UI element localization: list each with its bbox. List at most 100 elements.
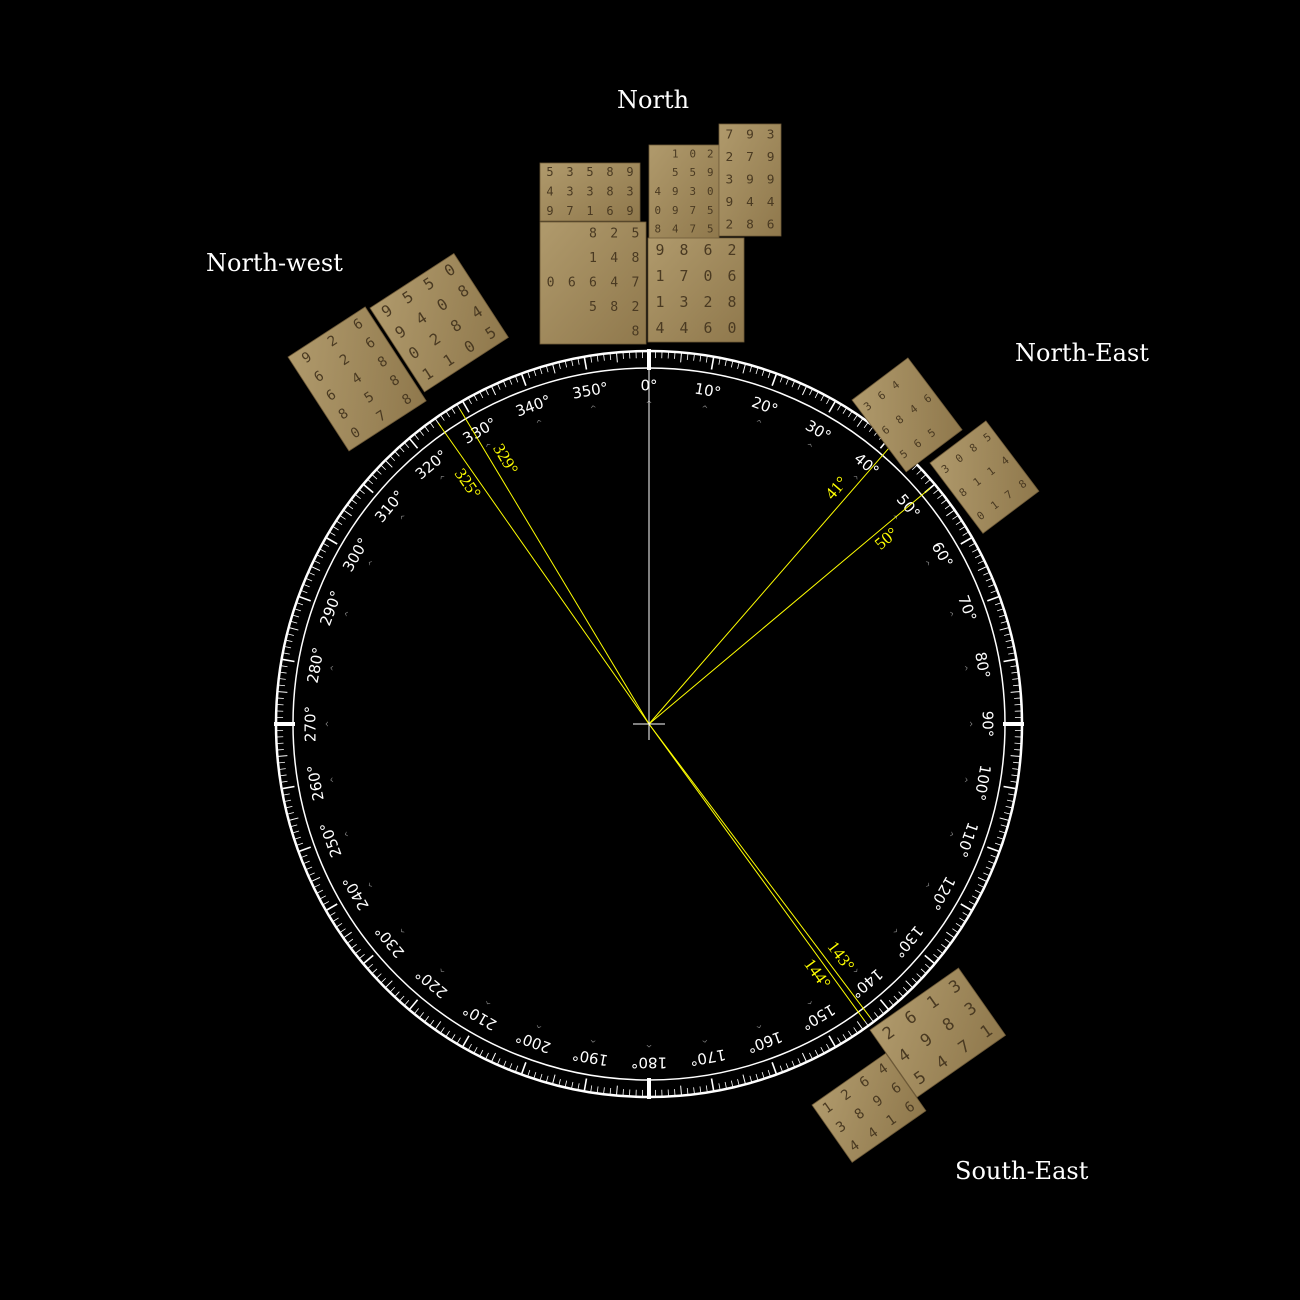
card-paper	[869, 967, 1007, 1098]
compass-tick	[826, 398, 830, 405]
compass-tick	[1010, 665, 1017, 668]
compass-tick	[577, 358, 580, 365]
compass-tick	[1011, 671, 1018, 674]
card-digit: 1	[672, 147, 679, 160]
compass-tick	[424, 1016, 430, 1022]
compass-tick	[351, 943, 357, 949]
compass-tick	[333, 917, 339, 922]
compass-tick	[297, 842, 304, 846]
card-digit: 2	[725, 150, 733, 165]
compass-tick	[336, 521, 343, 525]
compass-tick	[755, 1073, 759, 1080]
compass-tick	[546, 1075, 549, 1082]
compass-tick	[888, 999, 894, 1006]
compass-tick	[1010, 780, 1017, 783]
compass-tick	[474, 1046, 478, 1053]
tick-caret: ^	[366, 559, 377, 569]
tick-label: 260°	[304, 763, 328, 802]
card-digit: 0	[707, 185, 714, 198]
compass-tick	[308, 872, 315, 876]
tick-label: 200°	[513, 1027, 553, 1056]
compass-tick	[820, 395, 824, 402]
tick-caret: ^	[329, 664, 339, 672]
compass-tick	[295, 608, 302, 612]
compass-tick	[329, 912, 336, 916]
compass-tick	[742, 1074, 746, 1084]
card-digit: 8	[606, 165, 613, 179]
compass-tick	[916, 470, 922, 475]
compass-tick	[278, 684, 286, 687]
south-east-label: South-East	[955, 1157, 1089, 1185]
compass-tick	[603, 354, 605, 361]
compass-tick	[286, 805, 293, 809]
compass-tick	[381, 465, 386, 471]
compass-tick	[985, 866, 992, 870]
compass-tick	[837, 1037, 841, 1044]
card-digit: 9	[672, 185, 679, 198]
compass-tick	[306, 578, 313, 582]
card-digit: 4	[767, 195, 775, 210]
compass-tick	[797, 1058, 801, 1065]
card-digit: 9	[767, 150, 775, 165]
card-digit: 9	[725, 195, 733, 210]
compass-tick	[468, 1043, 472, 1050]
compass-tick	[446, 411, 450, 418]
compass-tick	[333, 526, 339, 531]
tick-caret: ^	[921, 879, 932, 889]
compass-tick	[960, 903, 972, 911]
compass-tick	[1000, 621, 1007, 624]
card-paper	[648, 144, 720, 240]
compass-tick	[609, 353, 612, 361]
card-digit: 6	[767, 217, 775, 232]
compass-tick	[879, 1008, 884, 1014]
compass-tick	[451, 408, 456, 414]
compass-tick	[340, 515, 346, 520]
compass-tick	[983, 572, 990, 576]
card-digit: 3	[680, 293, 689, 311]
compass-tick	[791, 1060, 795, 1067]
compass-tick	[521, 1062, 527, 1074]
tick-caret: ^	[849, 473, 860, 484]
compass-tick	[291, 824, 298, 827]
card-digit: 5	[586, 165, 593, 179]
card-digit: 3	[566, 165, 573, 179]
tick-label: 20°	[749, 393, 780, 419]
center-crosshair	[633, 708, 665, 740]
card-digit: 0	[547, 276, 555, 291]
compass-tick	[430, 422, 435, 429]
compass-tick	[1008, 652, 1015, 655]
compass-tick	[705, 1085, 708, 1092]
compass-tick	[376, 470, 382, 475]
compass-tick	[414, 434, 419, 440]
compass-tick	[283, 652, 290, 655]
compass-tick	[1010, 755, 1020, 757]
compass-tick	[491, 1052, 497, 1062]
card-digit: 5	[707, 204, 714, 217]
card-digit: 8	[589, 227, 597, 242]
card-digit: 4	[610, 276, 618, 291]
card-digit: 0	[704, 267, 713, 285]
compass-tick	[809, 1052, 813, 1059]
compass-tick	[596, 355, 599, 362]
compass-tick	[287, 633, 294, 636]
compass-tick	[952, 928, 958, 933]
compass-tick	[278, 761, 286, 764]
compass-tick	[609, 1087, 612, 1095]
compass-tick	[761, 370, 765, 377]
card-digit: 3	[586, 185, 593, 199]
tick-caret: ^	[889, 924, 900, 935]
card-digit: 2	[707, 147, 714, 160]
card-digit: 2	[704, 293, 713, 311]
compass-tick	[941, 943, 947, 949]
compass-tick	[440, 415, 445, 421]
card-digit: 7	[689, 204, 696, 217]
card-digit: 6	[606, 204, 613, 218]
compass-tick	[693, 1087, 695, 1094]
compass-tick	[946, 931, 955, 938]
compass-tick	[311, 566, 321, 572]
compass-tick	[281, 665, 288, 668]
compass-tick	[924, 479, 931, 485]
tick-caret: ^	[589, 404, 597, 414]
compass-tick	[1012, 678, 1019, 680]
